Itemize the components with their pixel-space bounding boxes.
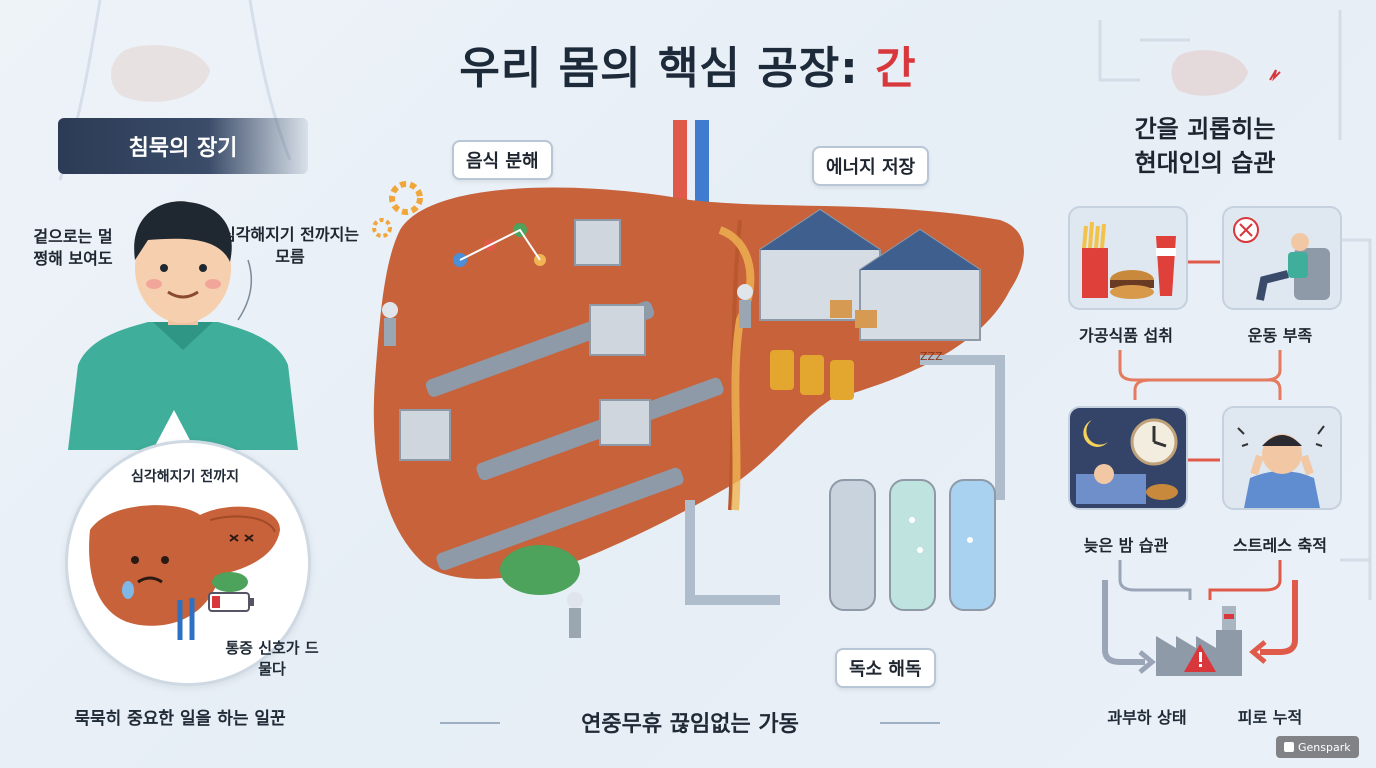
outcome-overload: 과부하 상태 [1107,708,1187,727]
pain-signal-note: 통증 신호가 드물다 [225,639,319,678]
page-title: 우리 몸의 핵심 공장: 간 [459,43,917,94]
caption-rule-left [440,722,500,724]
bubble-title: 심각해지기 전까지 [131,469,239,485]
habit-label-processed-food: 가공식품 섭취 [1079,326,1173,345]
overloaded-factory-icon [1156,606,1242,676]
watermark-badge: Genspark [1276,736,1359,758]
habit-connectors [1102,260,1298,674]
speech-bubble-tail [156,410,192,444]
habits-title: 간을 괴롭히는 현대인의 습관 [1134,115,1276,177]
outcome-fatigue: 피로 누적 [1237,708,1303,727]
center-caption: 연중무휴 끊임없는 가동 [581,712,799,737]
late-night-icon [1076,418,1178,504]
liver-factory-illustration: ZZZ [373,120,1024,638]
note-looks-fine: 겉으로는 멀쩡해 보여도 [33,227,113,268]
habit-label-late-night: 늦은 밤 습관 [1083,536,1169,555]
gear-icon [372,181,423,238]
sleep-mark: ZZZ [920,350,943,363]
habit-card-late-night [1068,406,1188,510]
sad-liver-icon [89,505,280,640]
sedentary-person-icon [1233,217,1330,301]
label-energy-storage: 에너지 저장 [812,146,930,186]
silent-organ-banner: 침묵의 장기 [58,118,308,174]
habit-card-stress [1222,406,1342,510]
habit-card-processed-food [1068,206,1188,310]
caption-rule-right [880,722,940,724]
genspark-logo-icon [1284,742,1294,752]
stress-icon [1237,425,1325,508]
faint-liver-icon [110,45,210,102]
habit-label-stress: 스트레스 축적 [1233,536,1327,555]
fast-food-icon [1082,221,1176,299]
low-battery-icon [208,592,254,612]
label-food-breakdown: 음식 분해 [452,140,553,180]
left-caption: 묵묵히 중요한 일을 하는 일꾼 [74,709,286,729]
label-toxin-detox: 독소 해독 [835,648,936,688]
habit-card-no-exercise [1222,206,1342,310]
note-unaware: 심각해지기 전까지는 모름 [220,225,360,266]
person-illustration [68,201,298,450]
habit-label-no-exercise: 운동 부족 [1247,326,1313,345]
